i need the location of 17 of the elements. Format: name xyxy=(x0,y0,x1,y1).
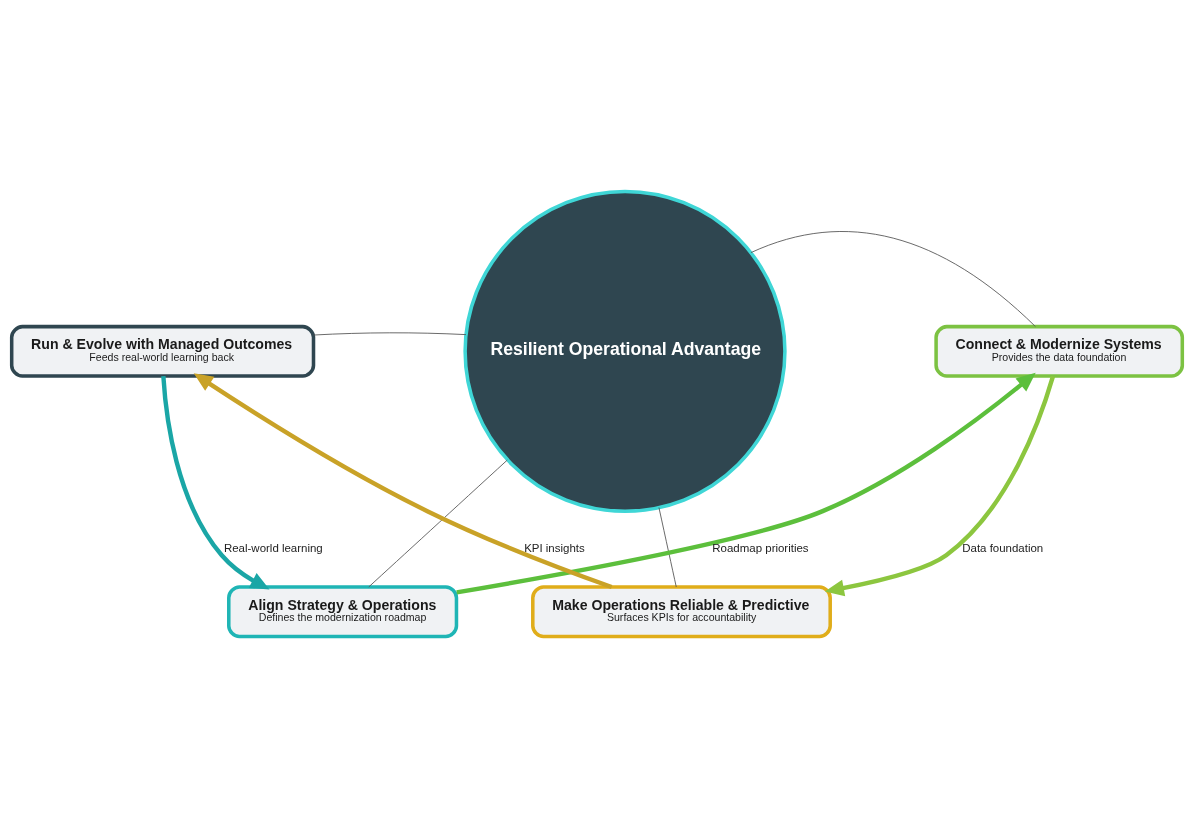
connector xyxy=(658,506,677,587)
arrow xyxy=(161,375,270,590)
node-box: Make Operations Reliable & Predictive Surfaces KPIs for accountability xyxy=(531,584,832,638)
connector xyxy=(750,230,1036,327)
edge-label: KPI insights xyxy=(524,541,585,554)
node-circle: Resilient Operational Advantage xyxy=(463,189,787,513)
connector xyxy=(313,331,467,335)
connector xyxy=(368,459,508,587)
edge-label: Data foundation xyxy=(962,541,1044,554)
node-box: Align Strategy & Operations Defines the modernization roadmap xyxy=(227,584,459,638)
node-box: Run & Evolve with Managed Outcomes Feeds real-world learning back xyxy=(9,324,316,378)
arrow xyxy=(193,372,613,589)
edge-label: Real-world learning xyxy=(223,541,323,554)
node-box: Connect & Modernize Systems Provides the data foundation xyxy=(934,324,1185,378)
edge-label: Roadmap priorities xyxy=(712,541,809,554)
arrow xyxy=(456,372,1036,595)
arrow xyxy=(824,375,1056,596)
